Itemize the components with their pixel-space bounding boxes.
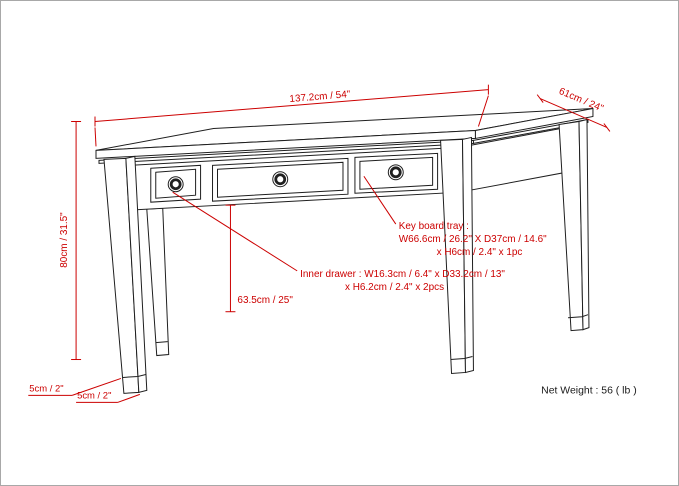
drawer-pull-icon — [387, 164, 404, 181]
drawer-right — [354, 152, 439, 194]
foot-side-label: 5cm / 2" — [77, 390, 111, 401]
foot-side-leader — [117, 393, 140, 403]
depth-tick-left — [536, 94, 544, 103]
inner-drawer-note: Inner drawer : W16.3cm / 6.4" x D33.2cm … — [172, 191, 505, 293]
foot-dimensions: 5cm / 2" 5cm / 2" — [28, 377, 140, 403]
leg-front-right-side-face — [461, 136, 474, 374]
height-dimension: 80cm / 31.5" — [59, 121, 82, 361]
depth-dimension-line — [539, 98, 608, 128]
leg-back-left-foot-line — [155, 341, 168, 344]
leg-back-right-foot-line — [568, 314, 589, 319]
desk-top-right-edge — [474, 107, 594, 140]
width-dimension-label: 137.2cm / 54" — [289, 89, 351, 105]
keyboard-tray-leader — [363, 175, 397, 225]
drawer-left — [150, 164, 202, 203]
leg-front-right — [440, 136, 474, 374]
desk-top — [95, 107, 594, 164]
height-dimension-label: 80cm / 31.5" — [59, 212, 70, 268]
knee-clearance-label: 63.5cm / 25" — [237, 295, 293, 306]
drawer-middle — [212, 157, 349, 202]
width-extension-left — [94, 127, 97, 147]
foot-front-label: 5cm / 2" — [29, 383, 63, 394]
desk-illustration — [95, 107, 594, 394]
keyboard-tray-note-line3: x H6cm / 2.4" x 1pc — [437, 247, 523, 258]
leg-back-right-side-face — [578, 118, 590, 331]
knee-clearance-dimension: 63.5cm / 25" — [225, 204, 293, 313]
pull-ring — [274, 173, 287, 186]
drawer-pull-icon — [167, 176, 184, 193]
inner-drawer-note-line1: Inner drawer : W16.3cm / 6.4" x D33.2cm … — [300, 269, 505, 280]
leg-back-left — [146, 207, 170, 357]
width-dimension-line — [94, 89, 489, 122]
pull-ring — [389, 166, 402, 179]
width-dimension: 137.2cm / 54" — [94, 84, 489, 147]
pull-ring — [169, 178, 182, 191]
keyboard-tray-note: Key board tray : W66.6cm / 26.2" X D37cm… — [363, 175, 547, 258]
leg-front-left — [103, 155, 148, 394]
inner-drawer-leader — [172, 191, 298, 272]
net-weight-label: Net Weight : 56 ( lb ) — [541, 385, 637, 396]
depth-tick-right — [603, 123, 611, 132]
inner-drawer-note-line2: x H6.2cm / 2.4" x 2pcs — [345, 282, 444, 293]
drawer-pull-icon — [272, 171, 289, 188]
width-extension-right — [477, 95, 489, 127]
leg-front-right-foot-line — [450, 356, 473, 361]
leg-back-right — [558, 118, 590, 332]
foot-front-leader — [71, 377, 122, 396]
leg-front-left-side-face — [125, 155, 148, 394]
leg-front-left-foot-line — [122, 373, 146, 378]
keyboard-tray-note-line1: Key board tray : — [399, 221, 469, 232]
keyboard-tray-note-line2: W66.6cm / 26.2" X D37cm / 14.6" — [399, 234, 547, 245]
